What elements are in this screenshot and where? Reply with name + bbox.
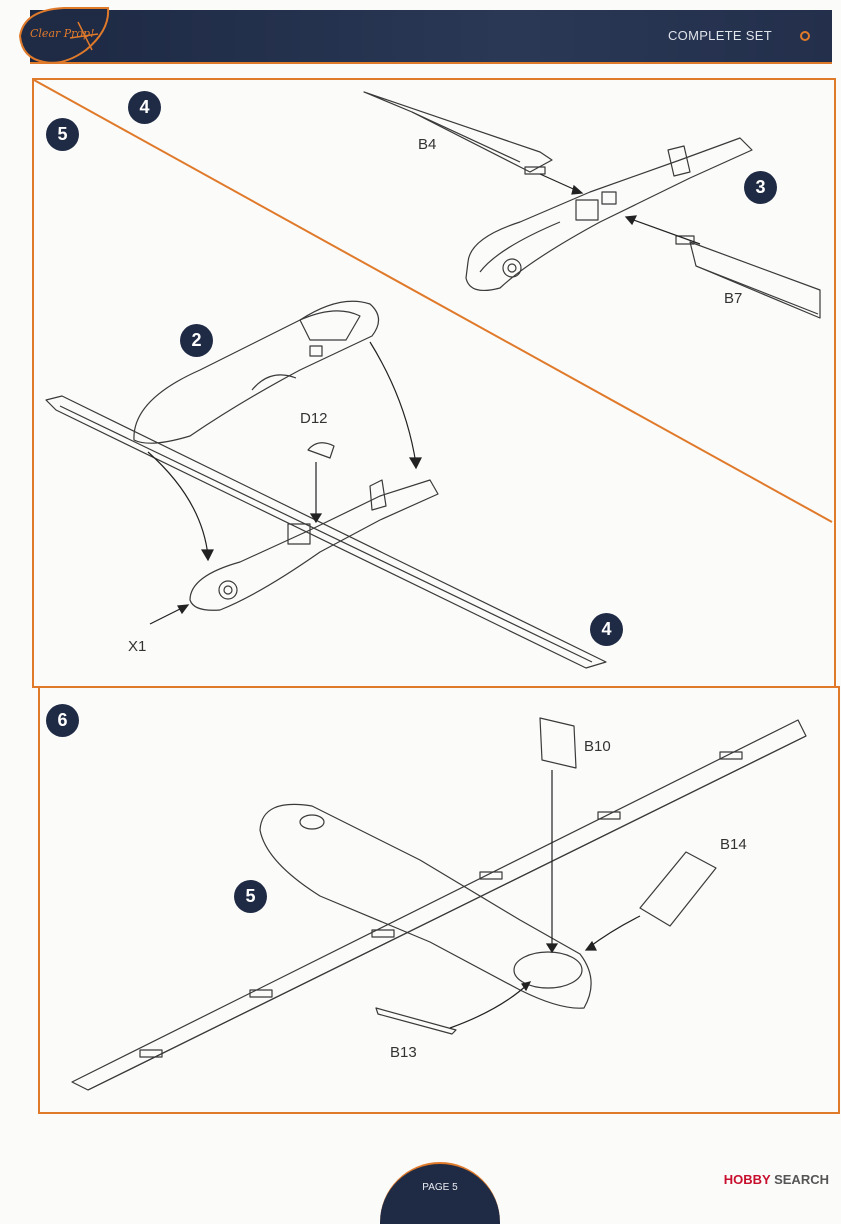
upper-fuselage-drawing bbox=[133, 300, 380, 444]
header-title: COMPLETE SET bbox=[667, 28, 772, 43]
step6-fuselage-drawing bbox=[259, 803, 592, 1009]
part-label-b7: B7 bbox=[724, 290, 743, 307]
wing-b7-drawing bbox=[675, 235, 821, 319]
wing-assembly-drawing bbox=[45, 395, 607, 669]
fuselage-step4-drawing bbox=[465, 137, 753, 291]
part-label-b10: B10 bbox=[584, 738, 611, 755]
step-divider bbox=[33, 79, 833, 523]
wing-b4-drawing bbox=[363, 91, 553, 175]
part-label-b13: B13 bbox=[390, 1044, 417, 1061]
part-label-b4: B4 bbox=[418, 136, 437, 153]
part-b10-drawing bbox=[539, 717, 577, 769]
brand-logo: Clear Prop! bbox=[14, 4, 114, 66]
header-bar: COMPLETE SET bbox=[30, 10, 832, 64]
step6-wing-drawing bbox=[71, 719, 807, 1091]
watermark-prefix: HOBBY bbox=[723, 1172, 771, 1187]
part-label-b14: B14 bbox=[720, 836, 747, 853]
lower-fuselage-drawing bbox=[189, 479, 439, 611]
step-badge-6: 6 bbox=[46, 704, 79, 737]
step-badge-4-bottom: 4 bbox=[590, 613, 623, 646]
step-badge-5-bottom: 5 bbox=[234, 880, 267, 913]
part-label-d12: D12 bbox=[300, 410, 328, 427]
part-label-x1: X1 bbox=[128, 638, 147, 655]
step-badge-3: 3 bbox=[744, 171, 777, 204]
step-badge-4-top: 4 bbox=[128, 91, 161, 124]
part-d12-drawing bbox=[307, 442, 335, 459]
watermark: HOBBY SEARCH bbox=[724, 1172, 829, 1187]
page-number: PAGE 5 bbox=[422, 1182, 458, 1193]
step-badge-5-top: 5 bbox=[46, 118, 79, 151]
watermark-suffix: SEARCH bbox=[774, 1172, 829, 1187]
step-6-frame bbox=[38, 686, 840, 1114]
header-dot-icon bbox=[800, 31, 810, 41]
part-b14-drawing bbox=[639, 851, 717, 927]
step-badge-2: 2 bbox=[180, 324, 213, 357]
assembly-arrows bbox=[147, 173, 701, 1029]
part-b13-drawing bbox=[375, 1007, 457, 1035]
